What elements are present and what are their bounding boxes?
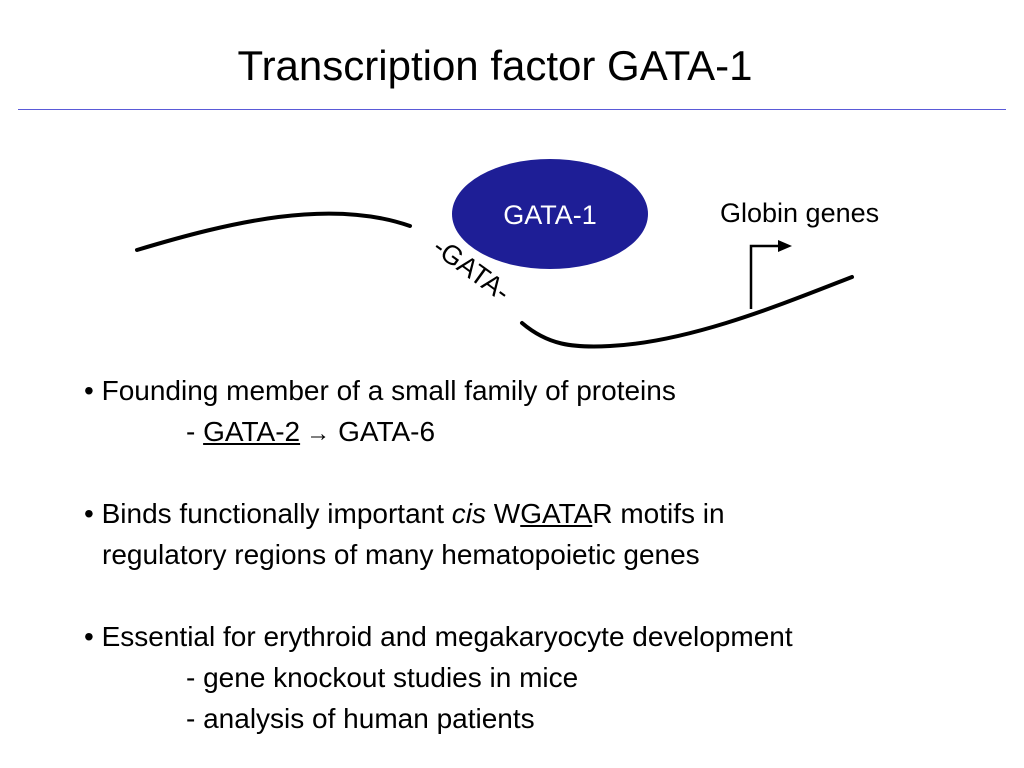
bullet-2: • Binds functionally important cis WGATA… <box>84 498 725 529</box>
bullet-2-text: Binds functionally important <box>101 498 452 529</box>
right-arrow-icon: → <box>306 420 331 447</box>
bullet-3-subitem-1: - gene knockout studies in mice <box>186 662 579 693</box>
dna-strand-left <box>135 211 412 252</box>
gata1-protein <box>452 159 648 269</box>
transcription-start-arrow <box>749 244 778 309</box>
gata1-protein-label: GATA-1 <box>503 200 597 230</box>
bullet-3-subitem-2: - analysis of human patients <box>186 703 535 734</box>
bullet-3-text: Essential for erythroid and megakaryocyt… <box>101 621 793 652</box>
transcription-arrow-head-icon <box>778 240 792 252</box>
slide-title: Transcription factor GATA-1 <box>237 42 753 89</box>
dna-strand-right <box>520 275 854 349</box>
bullet-2-continuation: regulatory regions of many hematopoietic… <box>102 539 700 570</box>
gata6-text: GATA-6 <box>338 416 436 447</box>
title-divider <box>18 109 1006 110</box>
bullet-3: • Essential for erythroid and megakaryoc… <box>84 621 793 652</box>
bullet-1-subitem: - GATA-2→ GATA-6 <box>84 411 793 452</box>
globin-genes-label: Globin genes <box>720 198 879 228</box>
bullet-list: • Founding member of a small family of p… <box>84 370 793 739</box>
bullet-1-text: Founding member of a small family of pro… <box>101 375 676 406</box>
bullet-1: • Founding member of a small family of p… <box>84 375 676 406</box>
gata2-link[interactable]: GATA-2 <box>203 416 301 447</box>
motif-w: W <box>486 498 521 529</box>
gata-motif-core: GATA <box>520 498 593 529</box>
bullet-2-text-end: R motifs in <box>592 498 725 529</box>
subitem-dash: - <box>186 416 204 447</box>
cis-text: cis <box>451 498 487 529</box>
